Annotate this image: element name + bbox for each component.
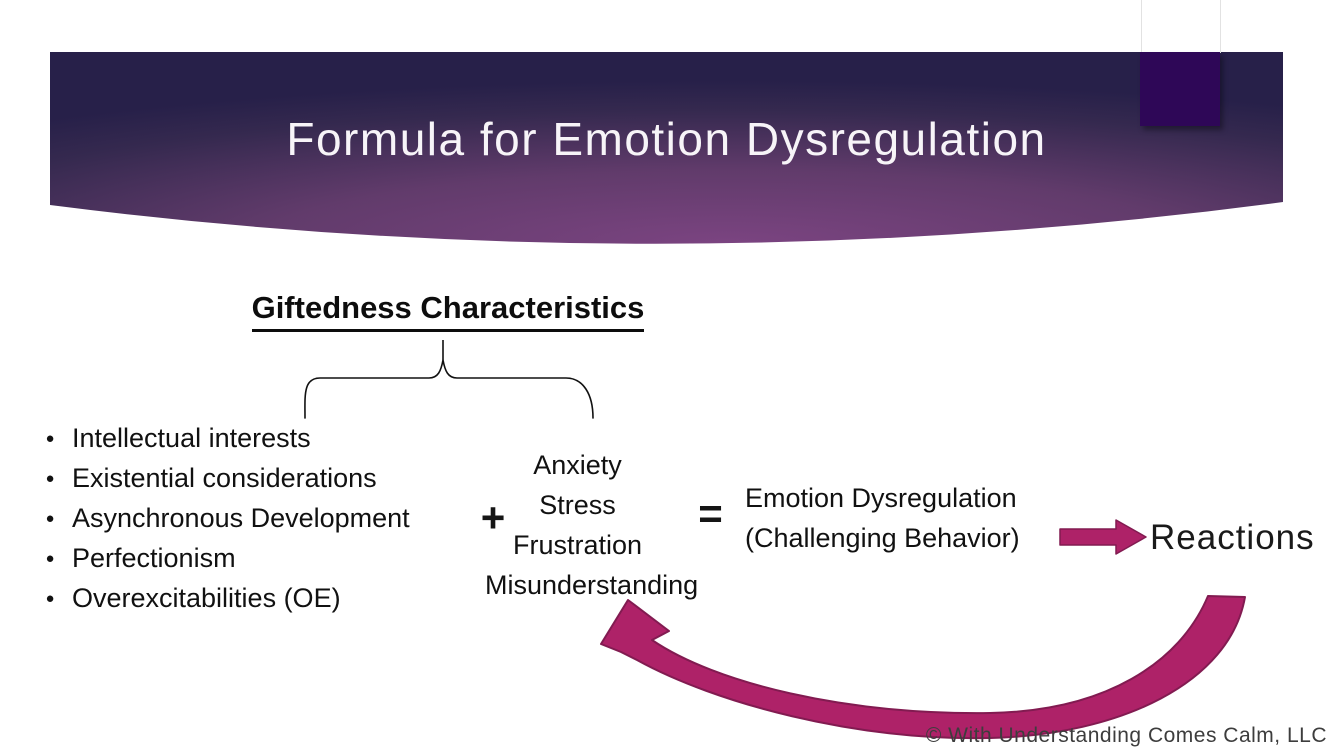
stress-states-column: Anxiety Stress Frustration Misunderstand… — [485, 445, 699, 605]
equals-operator: = — [698, 490, 723, 537]
plus-operator: + — [480, 494, 506, 541]
list-item: ● Intellectual interests — [28, 418, 498, 458]
accent-square — [1140, 52, 1220, 126]
header-banner — [50, 52, 1283, 244]
page-title: Formula for Emotion Dysregulation — [286, 113, 1047, 165]
state-label: Anxiety — [533, 450, 622, 480]
list-item: ● Overexcitabilities (OE) — [28, 578, 498, 618]
state-label: Stress — [539, 490, 616, 520]
ribbon-tab-strip — [1141, 0, 1221, 53]
state-label: Misunderstanding — [485, 570, 699, 600]
list-item-label: Perfectionism — [72, 542, 236, 573]
list-item-label: Existential considerations — [72, 462, 377, 493]
list-item-label: Asynchronous Development — [72, 502, 410, 533]
state-label: Frustration — [512, 530, 643, 560]
feedback-curved-arrow-icon — [600, 595, 1246, 740]
list-item: ● Asynchronous Development — [28, 498, 498, 538]
curly-brace-icon — [304, 340, 594, 419]
giftedness-list: ● Intellectual interests ● Existential c… — [28, 418, 498, 618]
result-line: (Challenging Behavior) — [745, 523, 1020, 553]
reactions-label: Reactions — [1150, 518, 1315, 557]
result-block: Emotion Dysregulation (Challenging Behav… — [745, 478, 1065, 558]
right-arrow-icon — [1059, 519, 1147, 555]
copyright-footer: © With Understanding Comes Calm, LLC — [925, 724, 1327, 747]
giftedness-heading: Giftedness Characteristics — [193, 290, 703, 332]
list-item-label: Overexcitabilities (OE) — [72, 582, 341, 613]
bullet-icon: ● — [45, 469, 55, 487]
list-item-label: Intellectual interests — [72, 422, 311, 453]
bullet-icon: ● — [45, 589, 55, 607]
bullet-icon: ● — [45, 549, 55, 567]
bullet-icon: ● — [45, 429, 55, 447]
result-line: Emotion Dysregulation — [745, 483, 1017, 513]
list-item: ● Perfectionism — [28, 538, 498, 578]
bullet-icon: ● — [45, 509, 55, 527]
list-item: ● Existential considerations — [28, 458, 498, 498]
